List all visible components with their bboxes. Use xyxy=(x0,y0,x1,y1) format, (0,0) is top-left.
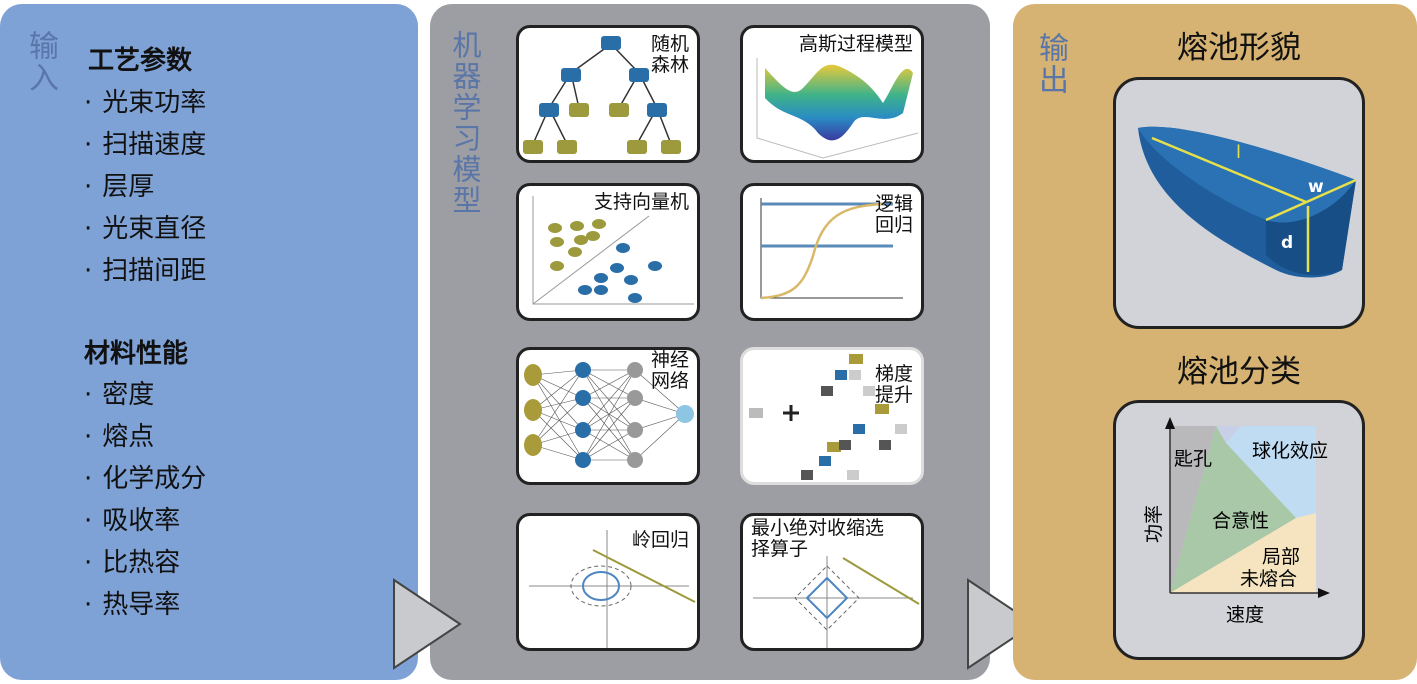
model-card-svm: 支持向量机 xyxy=(516,183,700,321)
boosting-icon xyxy=(749,354,907,480)
model-card-neural-network: 神经网络 xyxy=(516,347,700,485)
model-card-gradient-boosting: 梯度提升 xyxy=(740,347,924,485)
scatter-icon xyxy=(532,196,694,305)
y-axis-label: 功率 xyxy=(1143,505,1165,543)
model-card-lasso: 最小绝对收缩选择算子 xyxy=(740,513,924,651)
region-balling: 球化效应 xyxy=(1252,440,1328,462)
surface-plot-icon xyxy=(756,58,919,159)
ridge-icon xyxy=(529,530,696,648)
dim-l: l xyxy=(1236,142,1241,163)
dim-d: d xyxy=(1281,233,1293,253)
model-card-ridge-regression: 岭回归 xyxy=(516,513,700,651)
ml-title: 机器学习模型 xyxy=(448,30,482,216)
morphology-title: 熔池形貌 xyxy=(1177,30,1301,66)
model-label: 梯度提升 xyxy=(874,363,913,406)
model-card-gaussian-process: 高斯过程模型 xyxy=(740,25,924,163)
region-lack-of-fusion: 未熔合 xyxy=(1240,568,1297,590)
input-panel xyxy=(0,4,418,680)
process-item: 光束直径 xyxy=(84,208,206,245)
dim-w: w xyxy=(1308,177,1324,197)
material-item: 热导率 xyxy=(84,584,180,621)
model-label: 逻辑回归 xyxy=(874,193,913,236)
model-label: 岭回归 xyxy=(631,529,689,551)
model-label: 高斯过程模型 xyxy=(798,33,913,55)
tree-icon xyxy=(523,36,681,154)
material-item: 熔点 xyxy=(84,416,154,453)
process-item: 层厚 xyxy=(84,166,154,203)
process-heading: 工艺参数 xyxy=(88,46,193,76)
melt-pool-morphology-card: l w d xyxy=(1113,77,1365,329)
model-label: 支持向量机 xyxy=(593,191,689,213)
model-label: 神经网络 xyxy=(650,349,689,392)
melt-pool-shape-icon: l w d xyxy=(1138,126,1357,278)
process-item: 光束功率 xyxy=(84,82,206,119)
arrow-icon xyxy=(967,578,1036,670)
material-item: 吸收率 xyxy=(84,500,180,537)
material-heading: 材料性能 xyxy=(84,339,189,369)
region-lack-of-fusion: 局部 xyxy=(1262,546,1300,568)
arrow-icon xyxy=(393,578,462,670)
x-axis-label: 速度 xyxy=(1226,604,1264,626)
material-item: 密度 xyxy=(84,374,154,411)
melt-pool-classification-card: 匙孔 球化效应合意性局部未熔合速度 功率 xyxy=(1113,400,1365,660)
model-card-logistic-regression: 逻辑回归 xyxy=(740,183,924,321)
output-title: 输出 xyxy=(1033,32,1068,96)
model-label: 随机森林 xyxy=(650,33,689,76)
sigmoid-icon xyxy=(760,198,903,300)
model-label: 最小绝对收缩选择算子 xyxy=(751,517,885,560)
model-card-random-forest: 随机森林 xyxy=(516,25,700,163)
classification-title: 熔池分类 xyxy=(1177,354,1301,390)
process-item: 扫描间距 xyxy=(84,250,206,287)
process-item: 扫描速度 xyxy=(84,124,206,161)
neural-network-icon xyxy=(524,362,694,468)
material-item: 化学成分 xyxy=(84,458,206,495)
input-title: 输入 xyxy=(23,30,58,94)
region-conforming: 合意性 xyxy=(1212,510,1269,532)
material-item: 比热容 xyxy=(84,542,180,579)
region-keyhole: 匙孔 xyxy=(1174,448,1212,470)
lasso-icon xyxy=(753,556,920,648)
